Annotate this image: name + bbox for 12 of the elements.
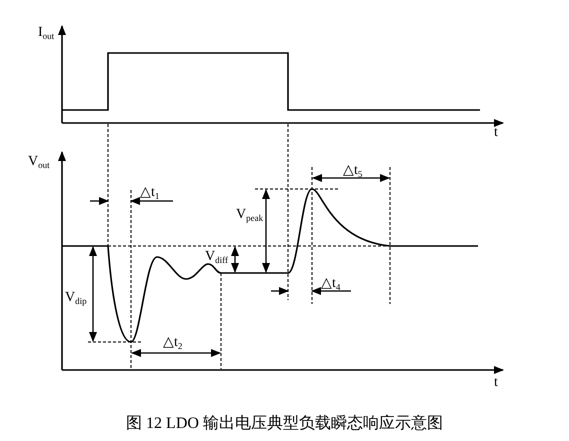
axis-label: t [494, 376, 498, 390]
dimension-label: △t$_{2}$ [163, 336, 182, 351]
dimension-label: △t$_{1}$ [140, 186, 160, 201]
dimension-label: △t$_{5}$ [343, 164, 362, 179]
dimension-label: V$_{dip}$ [65, 291, 87, 306]
caption: 图 12 LDO 输出电压典型负载瞬态响应示意图 [126, 416, 443, 432]
dimension-label: V$_{peak}$ [236, 208, 264, 223]
axis-label: I$_{out}$ [38, 26, 54, 41]
axis-label: V$_{out}$ [28, 155, 50, 170]
axis-label: t [494, 126, 498, 140]
dimension-label: V$_{diff}$ [205, 250, 228, 265]
dimension-label: △t$_{4}$ [321, 277, 340, 292]
